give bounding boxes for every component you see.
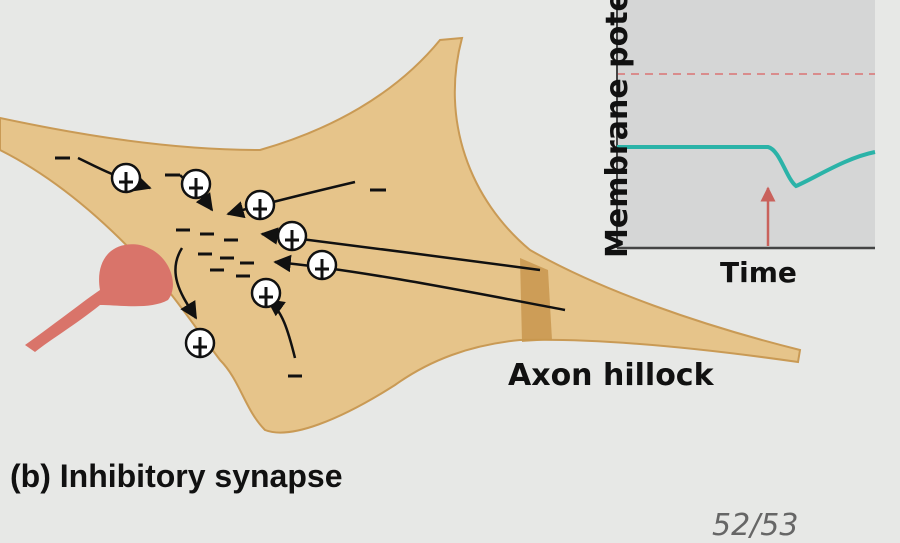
- positive-ion: [110, 162, 142, 194]
- figure-caption: (b) Inhibitory synapse: [10, 458, 343, 494]
- negative-ions: [55, 156, 386, 378]
- flow-arrow: [226, 180, 356, 219]
- flow-arrow: [174, 247, 198, 320]
- positive-ion: [180, 168, 212, 200]
- membrane-potential-trace: [617, 145, 876, 189]
- graph-y-axis-label: Membrane pote: [600, 0, 635, 258]
- positive-ion: [276, 220, 308, 252]
- positive-ion: [306, 249, 338, 281]
- graph-x-axis-label: Time: [720, 256, 797, 289]
- axon-hillock-band: [520, 258, 552, 342]
- membrane-potential-graph: [616, 0, 876, 250]
- positive-ion: [244, 189, 276, 221]
- positive-ion: [250, 277, 282, 309]
- presynaptic-terminal: [25, 244, 173, 352]
- neuron-diagram: [0, 0, 876, 434]
- axon-hillock-label: Axon hillock: [508, 358, 714, 393]
- graph-plot-area: [617, 0, 875, 248]
- positive-ion: [184, 327, 216, 359]
